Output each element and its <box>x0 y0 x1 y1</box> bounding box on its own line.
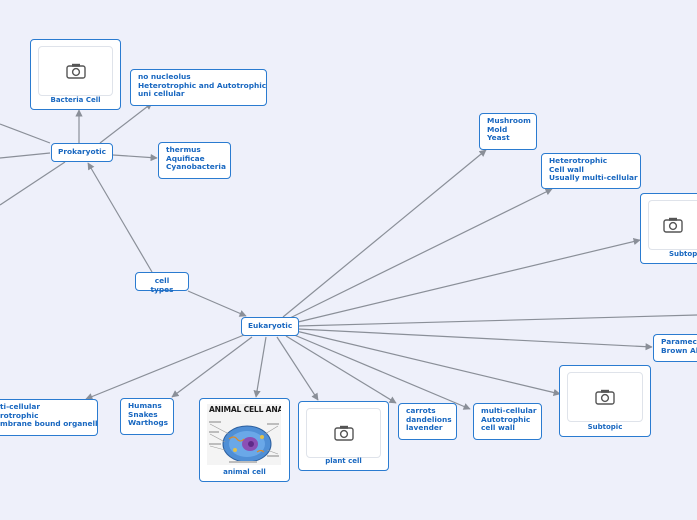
example-line: Cyanobacteria <box>166 162 226 172</box>
fungi-traits-node[interactable]: Heterotrophic Cell wall Usually multi-ce… <box>541 153 641 189</box>
example-line: Mushroom <box>487 116 531 125</box>
bacteria-image-placeholder <box>38 46 113 96</box>
example-line: Humans <box>128 401 162 410</box>
animal-cell-illustration <box>209 421 279 463</box>
camera-icon <box>65 63 86 79</box>
subtopic-right-node[interactable]: Subtopic <box>640 193 697 264</box>
animal-examples-node[interactable]: Humans Snakes Warthogs <box>120 398 174 435</box>
example-line: Warthogs <box>128 418 169 428</box>
trait-line: Autotrophic <box>481 414 531 424</box>
plant-image-placeholder <box>306 408 381 458</box>
subtopic-bottom-node[interactable]: Subtopic <box>559 365 651 437</box>
trait-line: cell wall <box>481 423 515 433</box>
subtopic-image-placeholder <box>648 200 697 250</box>
example-line: Snakes <box>128 409 158 419</box>
bacteria-cell-node[interactable]: Bacteria Cell <box>30 39 121 110</box>
cell-types-node[interactable]: cell types <box>135 272 189 294</box>
example-line: Yeast <box>487 133 510 143</box>
example-line: thermus <box>166 145 201 154</box>
subtopic-caption: Subtopic <box>669 250 697 259</box>
plant-examples-node[interactable]: carrots dandelions lavender <box>398 403 457 440</box>
plant-cell-caption: plant cell <box>325 457 362 466</box>
prokaryote-examples-node[interactable]: thermus Aquificae Cyanobacteria <box>158 142 231 179</box>
trait-line: Heterotrophic and Autotrophic <box>138 80 267 90</box>
example-line: Aquificae <box>166 153 205 163</box>
plant-cell-node[interactable]: plant cell <box>298 401 389 471</box>
prokaryote-traits-node[interactable]: no nucleolus Heterotrophic and Autotroph… <box>130 69 267 106</box>
example-line: dandelions <box>406 414 452 424</box>
subtopic-caption: Subtopic <box>587 423 623 432</box>
cell-types-label: cell types <box>150 276 174 294</box>
bacteria-cell-caption: Bacteria Cell <box>50 96 101 105</box>
animal-traits-node[interactable]: ti-cellular rotrophic mbrane bound organ… <box>0 399 98 436</box>
example-line: Mold <box>487 124 508 134</box>
prokaryotic-node[interactable]: Prokaryotic <box>51 143 113 162</box>
eukaryotic-label: Eukaryotic <box>248 321 293 330</box>
camera-icon <box>333 425 354 441</box>
trait-line: Usually multi-cellular <box>549 173 638 183</box>
animal-cell-node[interactable]: ANIMAL CELL ANATO <box>199 398 290 482</box>
trait-line: rotrophic <box>0 410 39 420</box>
example-line: lavender <box>406 423 443 433</box>
fungi-examples-node[interactable]: Mushroom Mold Yeast <box>479 113 537 150</box>
trait-line: uni cellular <box>138 89 185 99</box>
plant-traits-node[interactable]: multi-cellular Autotrophic cell wall <box>473 403 542 440</box>
protist-examples-node[interactable]: Paramecium Brown Al <box>653 334 697 362</box>
trait-line: ti-cellular <box>0 402 41 411</box>
animal-cell-caption: animal cell <box>223 468 266 477</box>
trait-line: Heterotrophic <box>549 156 608 165</box>
subtopic-image-placeholder <box>567 372 643 422</box>
example-line: Paramecium <box>661 337 697 346</box>
prokaryotic-label: Prokaryotic <box>58 147 107 156</box>
camera-icon <box>595 389 615 405</box>
camera-icon <box>663 217 683 233</box>
eukaryotic-node[interactable]: Eukaryotic <box>241 317 299 336</box>
trait-line: mbrane bound organelle <box>0 419 98 429</box>
example-line: carrots <box>406 406 436 415</box>
example-line: Brown Al <box>661 345 697 355</box>
trait-line: Cell wall <box>549 164 584 174</box>
animal-cell-image: ANIMAL CELL ANATO <box>207 404 281 465</box>
animal-cell-image-title: ANIMAL CELL ANATO <box>209 405 281 414</box>
trait-line: multi-cellular <box>481 406 537 415</box>
trait-line: no nucleolus <box>138 72 191 81</box>
